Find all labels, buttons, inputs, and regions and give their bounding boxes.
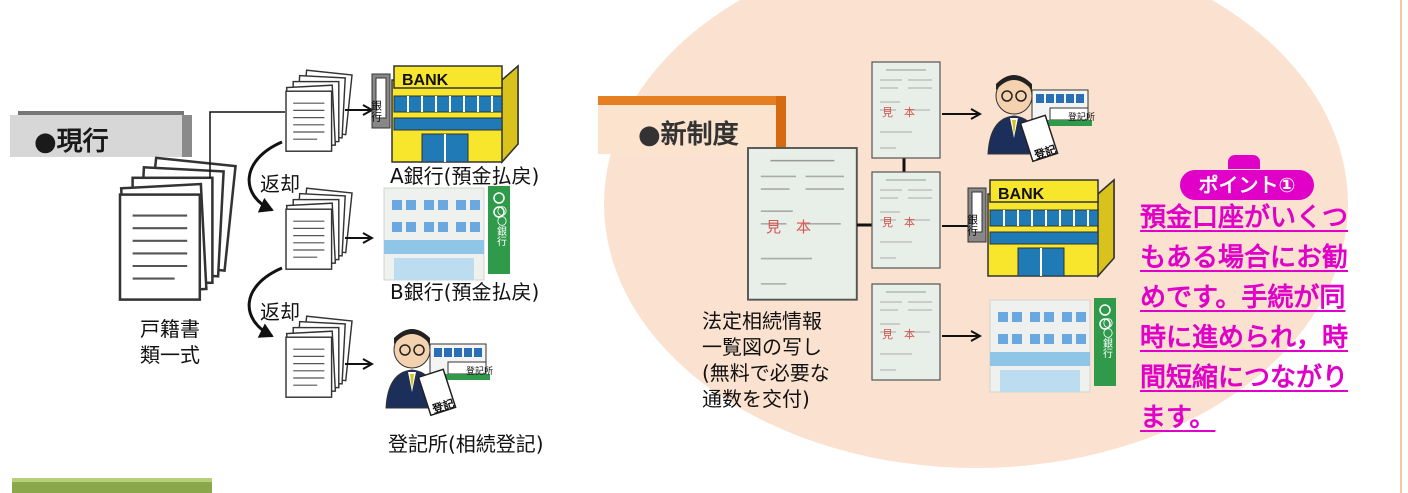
certificate-copy-2: 見 本	[871, 171, 941, 269]
svg-text:〇〇銀行: 〇〇銀行	[495, 206, 507, 247]
new-system-tag: ●新制度	[598, 96, 786, 154]
point-line: 間短縮につながり	[1140, 363, 1349, 393]
bank-building-new: BANK 銀行	[966, 179, 1115, 277]
svg-text:登記: 登記	[1032, 142, 1058, 162]
registry-office-clerk-new: 登記所 登記	[987, 74, 1095, 162]
svg-text:BANK: BANK	[402, 72, 449, 89]
documents-label: 戸籍書類一式	[140, 317, 200, 367]
family-register-documents	[120, 158, 236, 300]
svg-text:〇〇銀行: 〇〇銀行	[1101, 318, 1113, 359]
bank-b-building: 〇〇銀行	[383, 185, 511, 281]
svg-text:銀行: 銀行	[966, 213, 979, 237]
svg-text:見 本: 見 本	[882, 215, 915, 229]
point-line: ます。	[1140, 403, 1216, 433]
point-badge-tab	[1228, 155, 1260, 169]
certificate-original: 見 本	[747, 147, 858, 301]
svg-text:銀行: 銀行	[370, 99, 383, 123]
current-system-label: ●現行	[34, 127, 109, 157]
right-edge-rule	[1400, 0, 1402, 493]
point-line: 時に進められ，時	[1140, 323, 1349, 353]
point-description: 預金口座がいくつ もある場合にお勧 めです。手続が同 時に進められ，時 間短縮に…	[1140, 198, 1400, 438]
new-system-label: ●新制度	[638, 120, 739, 150]
svg-text:見 本: 見 本	[882, 327, 915, 341]
svg-text:見 本: 見 本	[882, 105, 915, 119]
bank-a-building: BANK 銀行	[370, 65, 519, 163]
certificate-copy-3: 見 本	[871, 283, 941, 381]
point-line: もある場合にお勧	[1140, 243, 1349, 273]
return-label-1: 返却	[260, 172, 300, 196]
svg-text:BANK: BANK	[998, 186, 1045, 203]
point-badge: ポイント①	[1180, 170, 1314, 200]
svg-text:登記: 登記	[430, 396, 456, 416]
point-line: めです。手続が同	[1140, 283, 1346, 313]
point-line: 預金口座がいくつ	[1140, 203, 1349, 233]
certificate-label: 法定相続情報一覧図の写し(無料で必要な通数を交付)	[702, 309, 830, 411]
bank-b-label: B銀行(預金払戻)	[390, 280, 540, 304]
bank-b-building-new: 〇〇銀行	[989, 297, 1117, 393]
current-system-tag: ●現行	[10, 97, 192, 157]
return-label-2: 返却	[260, 300, 300, 324]
next-section-tab	[12, 478, 212, 493]
registry-office-clerk: 登記所 登記	[385, 328, 493, 416]
registry-label: 登記所(相続登記)	[388, 432, 544, 456]
svg-text:登記所: 登記所	[1068, 111, 1095, 123]
bank-a-label: A銀行(預金払戻)	[390, 164, 540, 188]
svg-text:見 本: 見 本	[766, 218, 811, 236]
svg-text:登記所: 登記所	[466, 365, 493, 377]
certificate-copy-1: 見 本	[871, 61, 941, 159]
